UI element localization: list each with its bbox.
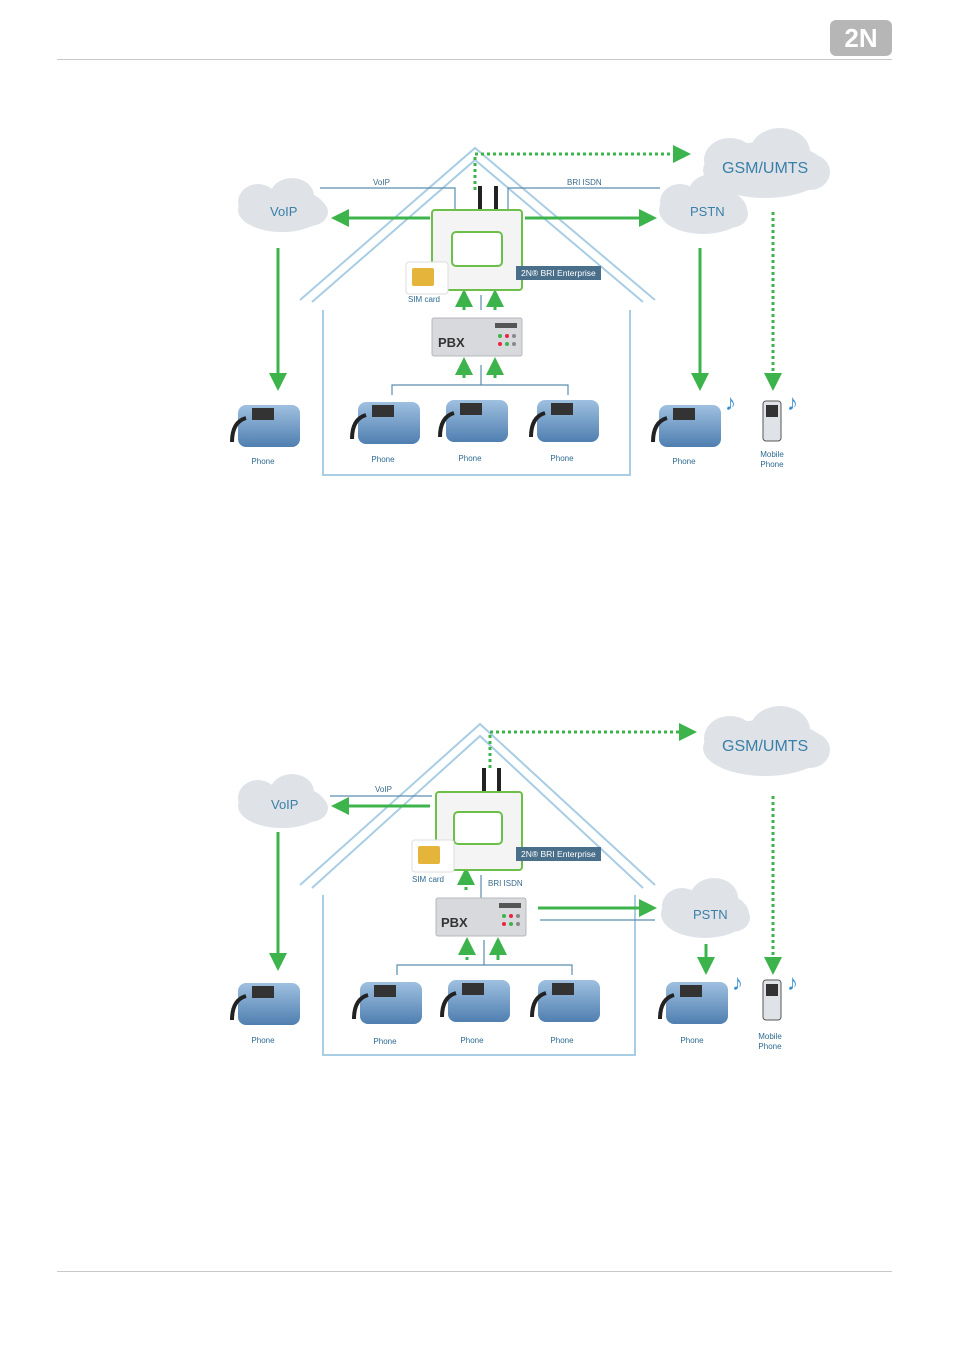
music-note-icon: ♪ [787, 390, 798, 415]
pbx-label: PBX [441, 915, 468, 930]
voip-cloud-label: VoIP [270, 204, 297, 219]
phone-icon [440, 400, 508, 442]
music-note-icon: ♪ [732, 970, 743, 995]
phone-label: Phone [654, 457, 714, 466]
mobile-phone-icon [763, 401, 781, 441]
voip-cloud-label: VoIP [271, 797, 298, 812]
pstn-cloud-label: PSTN [693, 907, 728, 922]
phone-icon [653, 405, 721, 447]
phone-icon [531, 400, 599, 442]
gsm-cloud-label: GSM/UMTS [722, 160, 808, 178]
svg-text:2N: 2N [844, 23, 877, 53]
mobile-phone-label: Mobile Phone [740, 1032, 800, 1052]
sim-card-label: SIM card [412, 875, 444, 884]
pstn-cloud-label: PSTN [690, 204, 725, 219]
device-label: 2N® BRI Enterprise [516, 847, 601, 861]
mobile-phone-label: Mobile Phone [742, 450, 802, 470]
gsm-cloud-label: GSM/UMTS [722, 738, 808, 756]
phone-label: Phone [662, 1036, 722, 1045]
phone-label: Phone [440, 454, 500, 463]
sim-card-label: SIM card [408, 295, 440, 304]
phone-label: Phone [233, 1036, 293, 1045]
phone-icon [532, 980, 600, 1022]
phone-label: Phone [233, 457, 293, 466]
music-note-icon: ♪ [787, 970, 798, 995]
voip-line-label: VoIP [375, 785, 392, 794]
bri-line-label: BRI ISDN [488, 879, 523, 888]
2n-logo: 2N [830, 20, 892, 56]
footer-rule [57, 1271, 892, 1272]
bri-line-label: BRI ISDN [567, 178, 602, 187]
device-label: 2N® BRI Enterprise [516, 266, 601, 280]
phone-icon [354, 982, 422, 1024]
phone-label: Phone [532, 454, 592, 463]
phone-label: Phone [442, 1036, 502, 1045]
header-rule [57, 59, 892, 60]
mobile-phone-icon [763, 980, 781, 1020]
phone-label: Phone [532, 1036, 592, 1045]
diagram-1: ♪ ♪ VoIP PSTN GSM/UMTS VoIP BRI ISDN 2N®… [0, 120, 954, 520]
sim-card-icon [412, 840, 454, 872]
phone-icon [442, 980, 510, 1022]
phone-icon [232, 983, 300, 1025]
phone-label: Phone [353, 455, 413, 464]
phone-icon [660, 982, 728, 1024]
music-note-icon: ♪ [725, 390, 736, 415]
pbx-label: PBX [438, 335, 465, 350]
sim-card-icon [406, 262, 448, 294]
diagram-2: ♪ ♪ VoIP PSTN GSM/UMTS VoIP BRI ISDN 2N®… [0, 700, 954, 1100]
phone-label: Phone [355, 1037, 415, 1046]
phone-icon [232, 405, 300, 447]
phone-icon [352, 402, 420, 444]
voip-line-label: VoIP [373, 178, 390, 187]
